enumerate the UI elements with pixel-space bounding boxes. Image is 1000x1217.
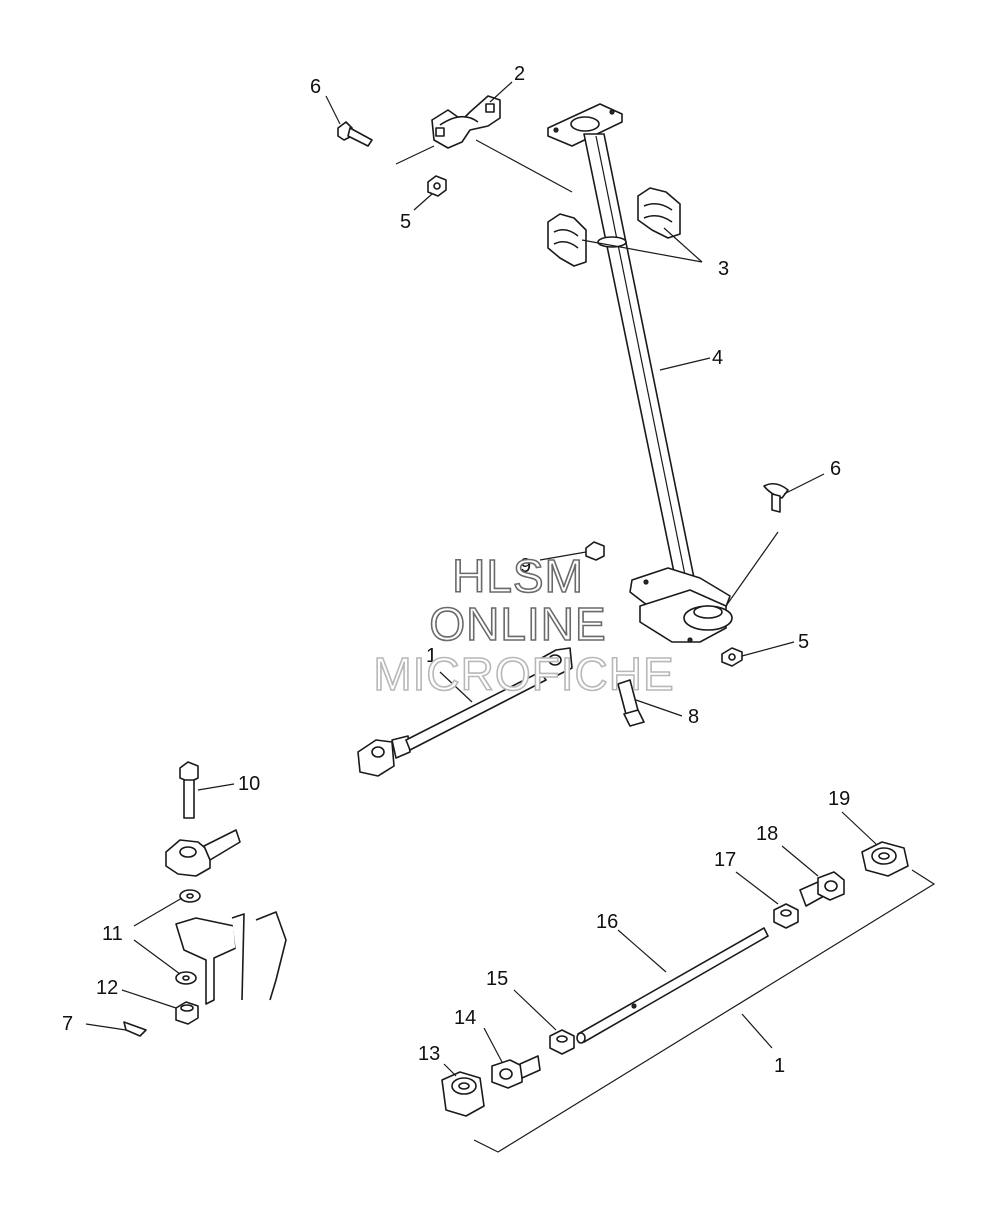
callout-15: 15 (486, 968, 508, 990)
callout-11: 11 (102, 923, 123, 945)
callout-7: 7 (62, 1013, 73, 1035)
callout-10: 10 (238, 773, 260, 795)
bolt-10 (179, 761, 199, 819)
bolt-lower (763, 482, 789, 513)
bolt-upper (337, 121, 373, 147)
callout-1-upper: 1 (426, 645, 437, 667)
tie-rod-upper (357, 647, 573, 777)
tie-rod-end-left (165, 829, 241, 877)
nut-17 (773, 903, 799, 929)
clamp-bracket (431, 95, 501, 149)
callout-2: 2 (514, 63, 525, 85)
tie-rod-16 (576, 927, 769, 1044)
ball-joint-14 (491, 1055, 541, 1089)
bushing-right (637, 187, 681, 239)
nut-9 (585, 541, 605, 561)
callout-5-lower: 5 (798, 631, 809, 653)
watermark-line-3: MICROFICHE (373, 648, 674, 700)
leader-lines (85, 81, 936, 1153)
callout-8: 8 (688, 706, 699, 728)
washer-upper (179, 889, 201, 903)
nut-15 (549, 1029, 575, 1055)
ball-joint-18 (799, 871, 845, 907)
tie-rod-end-13 (441, 1071, 485, 1117)
callout-16: 16 (596, 911, 618, 933)
callout-19: 19 (828, 788, 850, 810)
callout-12: 12 (96, 977, 118, 999)
watermark-line-2: ONLINE (429, 598, 606, 650)
spindle-arm (175, 911, 287, 1005)
tie-rod-end-19 (861, 841, 909, 877)
callout-17: 17 (714, 849, 736, 871)
callout-6-lower: 6 (830, 458, 841, 480)
nut-upper (427, 175, 447, 197)
callout-4: 4 (712, 347, 723, 369)
callout-6-upper: 6 (310, 76, 321, 98)
cotter-pin (123, 1021, 147, 1037)
bolt-8 (617, 679, 645, 727)
nut-12 (175, 1001, 199, 1025)
callout-14: 14 (454, 1007, 476, 1029)
callout-3: 3 (718, 258, 729, 280)
watermark-line-1: HLSM (452, 550, 584, 602)
nut-lower (721, 647, 743, 667)
callout-13: 13 (418, 1043, 440, 1065)
callout-1-lower: 1 (774, 1055, 785, 1077)
bushing-left (547, 213, 587, 267)
washer-lower (175, 971, 197, 985)
callout-5-upper: 5 (400, 211, 411, 233)
callout-9: 9 (520, 555, 531, 577)
callout-18: 18 (756, 823, 778, 845)
